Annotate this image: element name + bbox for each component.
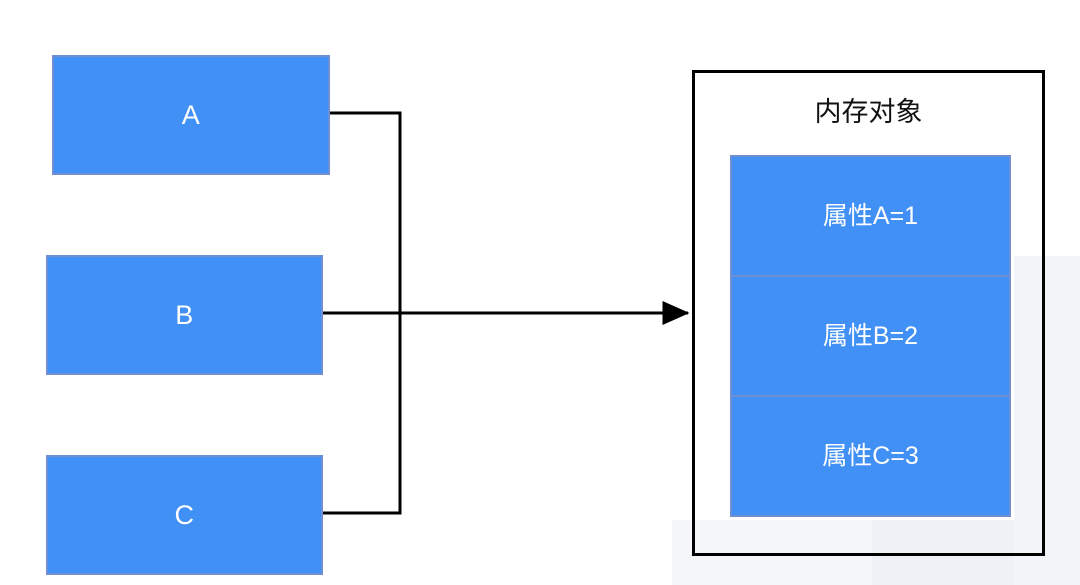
- property-list: 属性A=1 属性B=2 属性C=3: [730, 155, 1011, 517]
- connector-line-c: [323, 313, 402, 515]
- property-row[interactable]: 属性B=2: [730, 275, 1011, 397]
- memory-object-title: 内存对象: [814, 97, 923, 127]
- source-box-c-label: C: [174, 499, 195, 530]
- source-box-a[interactable]: A: [52, 55, 330, 175]
- property-label: 属性A=1: [822, 201, 919, 230]
- property-label: 属性C=3: [822, 441, 919, 470]
- source-box-a-label: A: [181, 99, 201, 130]
- source-box-b[interactable]: B: [46, 255, 323, 375]
- connector-line-a: [330, 111, 402, 313]
- source-box-c[interactable]: C: [46, 455, 323, 575]
- source-box-b-label: B: [175, 299, 194, 330]
- memory-object-container[interactable]: 内存对象 属性A=1 属性B=2 属性C=3: [692, 70, 1045, 556]
- property-label: 属性B=2: [822, 321, 919, 350]
- property-row[interactable]: 属性C=3: [730, 395, 1011, 517]
- property-row[interactable]: 属性A=1: [730, 155, 1011, 277]
